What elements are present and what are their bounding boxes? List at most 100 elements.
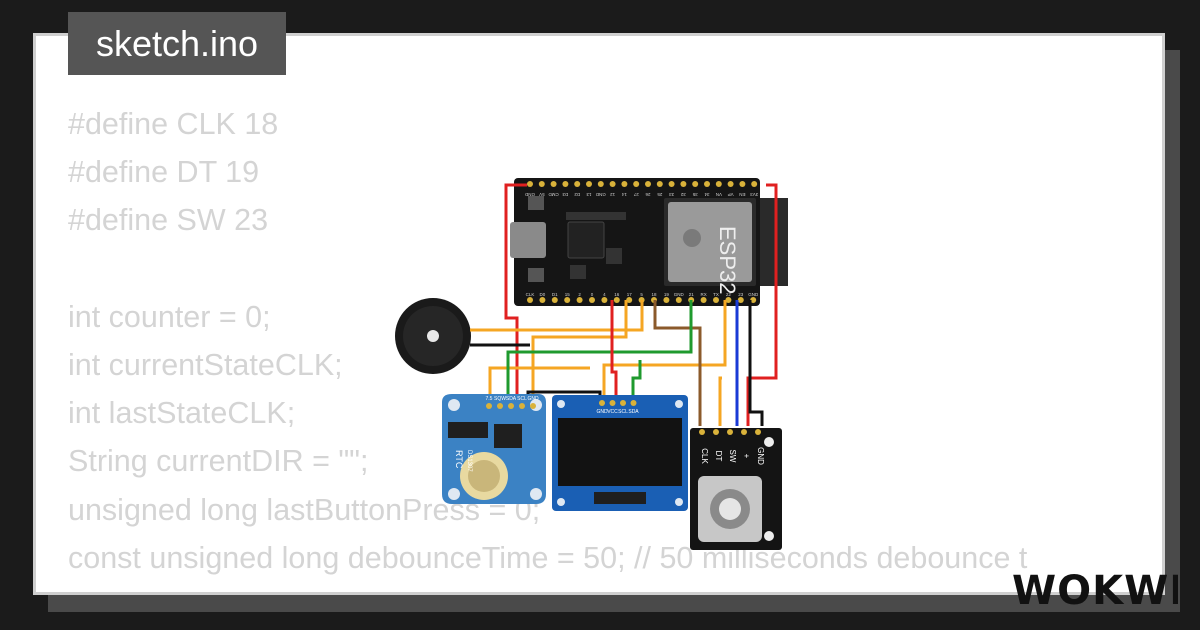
- pin-label: GND: [596, 409, 608, 415]
- wire-oled-vcc: [610, 300, 618, 395]
- header-pin[interactable]: [727, 429, 733, 435]
- wire-rtc-gnd: [526, 390, 602, 395]
- pin-label: GND: [595, 192, 606, 197]
- header-pin[interactable]: [725, 297, 732, 303]
- header-pin[interactable]: [576, 297, 583, 303]
- header-pin[interactable]: [713, 297, 719, 303]
- header-pin[interactable]: [551, 297, 558, 303]
- header-pin[interactable]: [519, 403, 525, 409]
- header-pin[interactable]: [589, 297, 595, 303]
- wires: [470, 183, 778, 426]
- pin-label: GND: [527, 396, 539, 402]
- header-pin[interactable]: [621, 181, 628, 187]
- pin-label: 2: [578, 292, 581, 297]
- header-pin[interactable]: [527, 181, 533, 187]
- header-pin[interactable]: [700, 297, 707, 303]
- header-pin[interactable]: [613, 297, 620, 303]
- pin-label: SQW: [494, 396, 506, 402]
- wokwi-logo: WOKWI: [1012, 568, 1178, 614]
- code-card: #define CLK 18 #define DT 19 #define SW 23…: [33, 33, 1165, 595]
- esp32-antenna: [760, 198, 788, 286]
- pin-label: 22: [726, 292, 732, 297]
- header-pin[interactable]: [680, 181, 687, 187]
- header-pin[interactable]: [586, 181, 592, 187]
- header-pin[interactable]: [737, 297, 744, 303]
- pin-label: 17: [627, 292, 633, 297]
- header-pin[interactable]: [527, 297, 533, 303]
- header-pin[interactable]: [574, 181, 581, 187]
- header-pin[interactable]: [668, 181, 675, 187]
- header-pin[interactable]: [562, 181, 569, 187]
- header-pin[interactable]: [564, 297, 571, 303]
- pin-label: SDA: [628, 409, 639, 415]
- wire-rtc-scl-a: [531, 300, 628, 395]
- rtc-mount-hole-icon: [448, 488, 460, 500]
- header-pin[interactable]: [620, 400, 626, 406]
- header-pin[interactable]: [633, 181, 640, 187]
- header-pin[interactable]: [497, 403, 503, 409]
- header-pin[interactable]: [699, 429, 705, 435]
- oled-screen: [558, 418, 682, 486]
- code-line: #define SW 23: [68, 203, 269, 238]
- oled-mount-hole-icon: [675, 498, 683, 506]
- code-line: int counter = 0;: [68, 299, 271, 334]
- header-pin[interactable]: [626, 297, 633, 303]
- header-pin[interactable]: [751, 181, 758, 187]
- header-pin[interactable]: [727, 181, 734, 187]
- pin-label: 26: [645, 192, 651, 197]
- header-pin[interactable]: [675, 297, 682, 303]
- header-pin[interactable]: [750, 297, 757, 303]
- rtc-crystal: [448, 422, 488, 438]
- header-pin[interactable]: [630, 400, 637, 406]
- file-name-tag: sketch.ino: [68, 12, 286, 75]
- code-line: #define CLK 18: [68, 107, 279, 141]
- buzzer[interactable]: [395, 298, 471, 374]
- header-pin[interactable]: [656, 181, 663, 187]
- header-pin[interactable]: [713, 429, 719, 435]
- pin-label: 27: [633, 192, 639, 197]
- pin-label: 3V3: [750, 192, 759, 197]
- header-pin[interactable]: [609, 181, 616, 187]
- pin-label: CLK: [526, 292, 535, 297]
- pin-label: SCL: [618, 409, 628, 415]
- esp32-chip-can: [668, 202, 752, 282]
- pin-label: 23: [738, 292, 744, 297]
- header-pin[interactable]: [539, 297, 546, 303]
- header-pin[interactable]: [508, 403, 514, 409]
- header-pin[interactable]: [538, 181, 545, 187]
- header-pin[interactable]: [704, 181, 710, 187]
- header-pin[interactable]: [645, 181, 651, 187]
- header-pin[interactable]: [663, 297, 670, 303]
- header-pin[interactable]: [597, 181, 604, 187]
- pin-label: VCC: [607, 409, 618, 415]
- header-pin[interactable]: [739, 181, 746, 187]
- oled-mount-hole-icon: [557, 400, 565, 408]
- regulator-chip: [567, 221, 605, 259]
- usb-port-icon: [510, 222, 546, 258]
- header-pin[interactable]: [599, 400, 605, 406]
- pin-label: 18: [651, 292, 657, 297]
- code-line: #define DT 19: [68, 155, 260, 190]
- wokwi-logo-text: WOKWI: [1012, 568, 1178, 614]
- header-pin[interactable]: [741, 429, 747, 435]
- header-pin[interactable]: [601, 297, 608, 303]
- header-pin[interactable]: [609, 400, 616, 406]
- pin-label: 19: [664, 292, 670, 297]
- header-pin[interactable]: [715, 181, 722, 187]
- pin-label: 35: [692, 192, 698, 197]
- pin-label: 25: [657, 192, 663, 197]
- header-pin[interactable]: [692, 181, 699, 187]
- oled-mount-hole-icon: [675, 400, 683, 408]
- header-pin[interactable]: [530, 403, 536, 409]
- header-pin[interactable]: [755, 429, 761, 435]
- header-pin[interactable]: [486, 403, 492, 409]
- header-pin[interactable]: [550, 181, 557, 187]
